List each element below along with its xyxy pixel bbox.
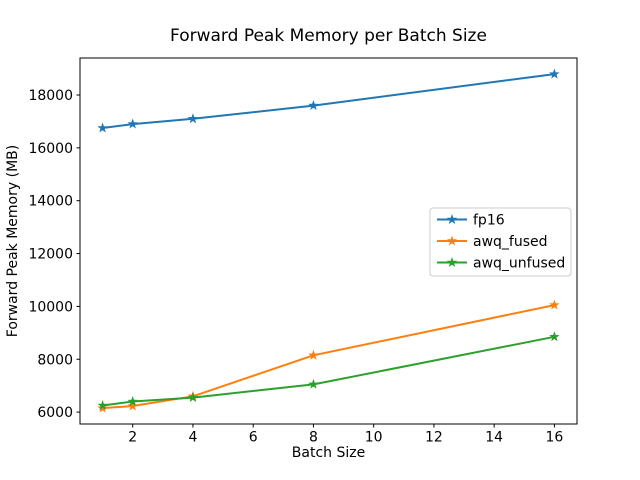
x-tick-label: 16 xyxy=(545,430,563,446)
series-awq_unfused-line xyxy=(102,335,555,407)
plot-area: 2 4 6 8 10 12 14 16 6000 8000 10000 12000 14000 16000… xyxy=(28,57,578,446)
series-awq_fused-marker xyxy=(549,299,560,310)
y-axis-label: Forward Peak Memory (MB) xyxy=(5,145,21,337)
series-awq_fused-line xyxy=(102,304,555,410)
y-tick-label: 6000 xyxy=(37,405,73,421)
legend-fp16-marker xyxy=(446,214,458,224)
series-fp16-marker xyxy=(97,122,108,133)
y-tick-label: 18000 xyxy=(28,88,73,104)
chart-title: Forward Peak Memory per Batch Size xyxy=(170,26,487,46)
x-tick-label: 12 xyxy=(425,430,443,446)
x-tick-label: 8 xyxy=(309,430,318,446)
y-tick-label: 8000 xyxy=(37,352,73,368)
legend-box xyxy=(429,207,572,277)
legend-awq_fused-marker xyxy=(446,235,458,246)
y-tick-label: 14000 xyxy=(28,194,73,210)
series-awq_unfused-marker xyxy=(549,331,560,342)
legend-awq_unfused-label: awq_unfused xyxy=(473,256,565,272)
series-awq_unfused-marker xyxy=(187,392,199,403)
legend: fp16 awq_fused awq_unfused xyxy=(429,207,572,277)
legend-awq_fused-label: awq_fused xyxy=(473,234,548,250)
x-tick-label: 2 xyxy=(128,430,137,446)
series-fp16-marker xyxy=(308,100,319,111)
y-tick-label: 16000 xyxy=(28,141,73,157)
series-fp16-marker xyxy=(127,118,138,129)
x-axis-label: Batch Size xyxy=(292,445,365,461)
series-awq_unfused-marker xyxy=(97,400,108,410)
series-fp16-marker xyxy=(549,68,560,79)
series-awq_fused-marker xyxy=(308,349,319,360)
series-fp16-marker xyxy=(187,113,199,124)
x-tick-label: 10 xyxy=(365,430,383,446)
x-tick-label: 6 xyxy=(249,430,258,446)
series-awq_unfused-marker xyxy=(127,396,138,406)
legend-fp16-label: fp16 xyxy=(473,213,505,229)
x-tick-label: 4 xyxy=(188,430,197,446)
x-tick-label: 14 xyxy=(485,430,503,446)
legend-awq_unfused-marker xyxy=(446,257,458,267)
y-tick-label: 10000 xyxy=(28,299,73,315)
series-awq_fused-marker xyxy=(127,400,138,411)
axes-frame xyxy=(79,57,578,425)
series-fp16-line xyxy=(102,73,555,129)
y-tick-label: 12000 xyxy=(28,247,73,263)
series-awq_unfused-marker xyxy=(308,378,319,389)
